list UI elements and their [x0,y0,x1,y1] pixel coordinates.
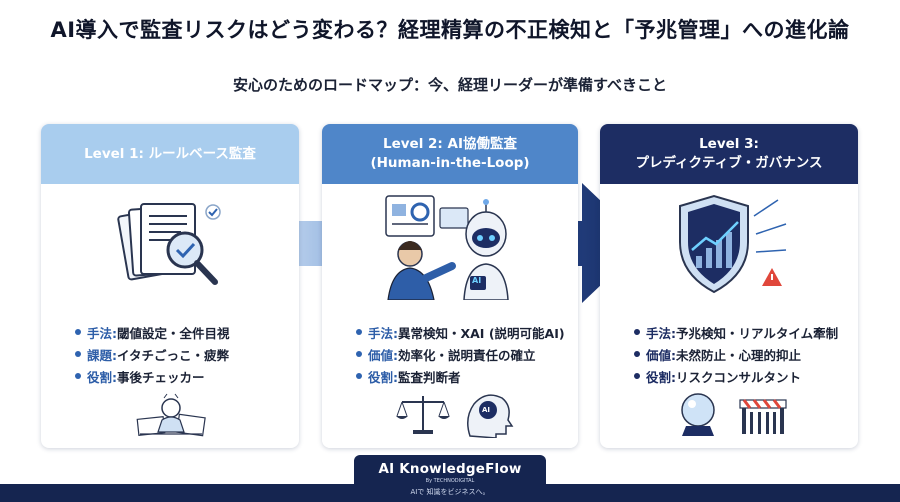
bullet-dot [634,351,640,357]
brand-logo: AI KnowledgeFlow By TECHNODIGITAL AIで 知識… [354,455,546,502]
bullet-key: 手法: [646,325,676,341]
bullet-item: 価値:未然防止・心理的抑止 [634,343,854,365]
level-3-title: Level 3: [699,136,759,152]
bullet-dot [634,329,640,335]
level-1-card: Level 1: ルールベース監査 手法:閾値設定・全件目視 課題:イタチごっこ… [41,124,299,448]
bullet-text: 未然防止・心理的抑止 [676,347,802,363]
brain-ai-badge: AI [482,406,491,414]
robot-ai-badge: AI [472,276,482,285]
bullet-dot [75,351,81,357]
bullet-key: 手法: [368,325,398,341]
bullet-dot [356,373,362,379]
page-title: AI導入で監査リスクはどう変わる？経理精算の不正検知と「予兆管理」への進化論 [50,18,850,42]
level-2-subtitle: (Human-in-the-Loop) [370,155,530,171]
level-3-header: Level 3: プレディクティブ・ガバナンス [600,124,858,184]
tired-worker-icon [136,393,206,437]
bullet-dot [75,373,81,379]
crystal-ball-icon [681,393,715,436]
bullet-text: 予兆検知・リアルタイム牽制 [676,325,839,341]
level-1-title: Level 1: ルールベース監査 [84,145,256,162]
bullet-item: 価値:効率化・説明責任の確立 [356,343,576,365]
bullet-key: 役割: [87,369,117,385]
bullet-text: 異常検知・XAI (説明可能AI) [398,325,565,341]
bullet-item: 役割:リスクコンサルタント [634,365,854,387]
bullet-dot [356,351,362,357]
bullet-dot [75,329,81,335]
level-3-subtitle: プレディクティブ・ガバナンス [635,155,823,171]
bullet-item: 課題:イタチごっこ・疲弊 [75,343,295,365]
bullet-item: 役割:監査判断者 [356,365,576,387]
bullet-item: 手法:閾値設定・全件目視 [75,321,295,343]
bullet-item: 手法:予兆検知・リアルタイム牽制 [634,321,854,343]
level-2-bullets: 手法:異常検知・XAI (説明可能AI) 価値:効率化・説明責任の確立 役割:監… [356,321,576,387]
brand-byline: By TECHNODIGITAL [425,478,475,484]
shield-growth-chart-icon [679,194,787,294]
bullet-text: リスクコンサルタント [676,369,802,385]
level-2-fade [322,184,578,314]
bullet-text: イタチごっこ・疲弊 [117,347,230,363]
level-2-header: Level 2: AI協働監査 (Human-in-the-Loop) [322,124,578,184]
level-2-card: Level 2: AI協働監査 (Human-in-the-Loop) AI 手… [322,124,578,448]
bullet-key: 課題: [87,347,117,363]
ai-brain-head-icon [467,394,514,438]
level-2-title: Level 2: AI協働監査 [382,136,517,152]
level-1-header: Level 1: ルールベース監査 [41,124,299,184]
bullet-key: 役割: [368,369,398,385]
bullet-key: 役割: [646,369,676,385]
bullet-dot [634,373,640,379]
bullet-key: 価値: [368,347,398,363]
level-3-bullets: 手法:予兆検知・リアルタイム牽制 価値:未然防止・心理的抑止 役割:リスクコンサ… [634,321,854,387]
bullet-key: 価値: [646,347,676,363]
bullet-item: 役割:事後チェッカー [75,365,295,387]
barrier-gate-icon [739,399,787,434]
brand-name: AI KnowledgeFlow [378,461,522,477]
balance-scale-icon [396,396,450,434]
bullet-text: 効率化・説明責任の確立 [398,347,536,363]
bullet-text: 事後チェッカー [117,369,205,385]
bullet-dot [356,329,362,335]
document-magnifier-icon [117,203,221,285]
level-3-card: Level 3: プレディクティブ・ガバナンス 手法:予兆検知・リアルタイム牽制… [600,124,858,448]
brand-tagline: AIで 知識をビジネスへ。 [410,488,490,496]
level-1-bullets: 手法:閾値設定・全件目視 課題:イタチごっこ・疲弊 役割:事後チェッカー [75,321,295,387]
bullet-text: 閾値設定・全件目視 [117,325,230,341]
bullet-item: 手法:異常検知・XAI (説明可能AI) [356,321,576,343]
page-subtitle: 安心のためのロードマップ：今、経理リーダーが準備すべきこと [233,76,667,94]
bullet-text: 監査判断者 [398,369,461,385]
human-robot-collaboration-icon [385,195,509,300]
bullet-key: 手法: [87,325,117,341]
